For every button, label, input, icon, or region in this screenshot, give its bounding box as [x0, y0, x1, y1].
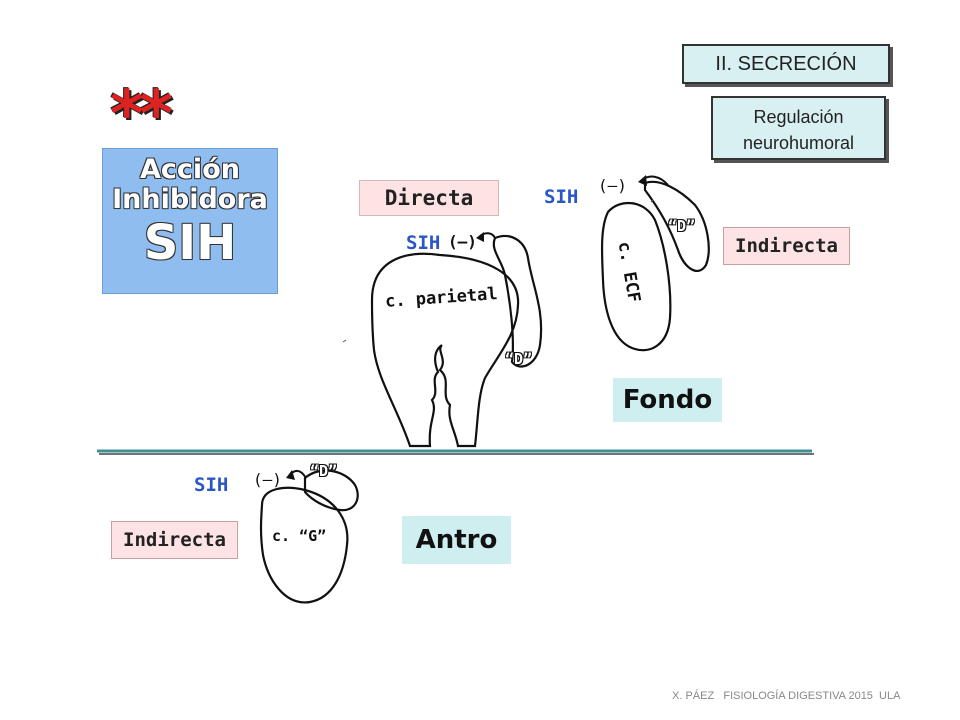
section-title-box: II. SECRECIÓN: [682, 44, 890, 84]
action-inhibitory-box: Acción Inhibidora SIH: [102, 148, 278, 294]
antrum-sih: SIH: [194, 474, 229, 496]
g-cell-shape: [259, 486, 349, 604]
action-line1: Acción: [140, 154, 240, 185]
d-cell-parietal-label: “D”: [505, 350, 533, 368]
g-cell-label: c. “G”: [272, 527, 327, 545]
regulation-box: Regulación neurohumoral: [711, 96, 886, 160]
fundus-region-label: Fondo: [613, 378, 722, 422]
regulation-line2: neurohumoral: [742, 133, 855, 153]
fundus-inhibit-sign: (–): [598, 176, 627, 195]
d-cell-parietal-shape: [492, 234, 543, 368]
direct-inhibit-sign: (–): [448, 232, 477, 251]
fundus-sih: SIH: [544, 186, 579, 208]
d-cell-fundus-label: “D”: [668, 217, 696, 235]
antrum-inhibit-sign: (–): [253, 470, 282, 489]
section-title: II. SECRECIÓN: [715, 53, 857, 75]
stars-mark: **: [110, 78, 173, 152]
antrum-indirect-label: Indirecta: [111, 521, 238, 559]
d-cell-antrum-shape: [303, 469, 359, 512]
direct-sih: SIH: [406, 232, 441, 254]
ecf-cell-shape: [600, 201, 672, 352]
footer-credit: X. PÁEZ FISIOLOGÍA DIGESTIVA 2015 ULA: [672, 690, 901, 702]
fundus-indirect-label: Indirecta: [723, 227, 850, 265]
d-cell-fundus-shape: [643, 180, 710, 272]
d-cell-antrum-label: “D”: [310, 462, 338, 480]
action-line2: Inhibidora: [112, 184, 268, 215]
action-line3: SIH: [143, 215, 237, 271]
parietal-cell-shape: [370, 252, 520, 448]
regulation-line1: Regulación: [753, 107, 844, 127]
direct-label: Directa: [359, 180, 499, 216]
antrum-region-label: Antro: [402, 516, 511, 564]
